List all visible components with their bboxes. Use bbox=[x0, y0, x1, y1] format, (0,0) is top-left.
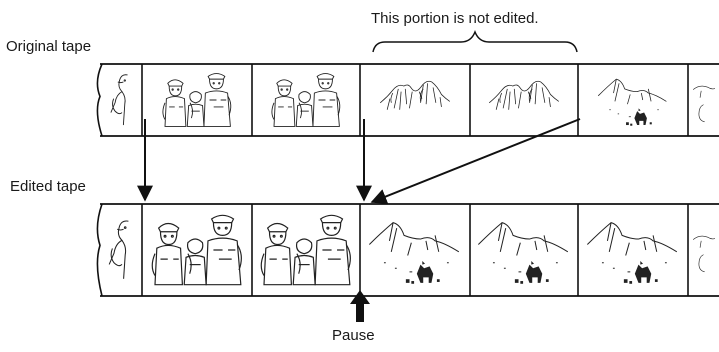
pause-arrow bbox=[350, 290, 370, 322]
edited-frame-mountain-with-dog-partial bbox=[688, 204, 715, 296]
original-frame-mountain-with-dog-partial bbox=[688, 64, 715, 136]
original-frame-mountain-with-dog bbox=[578, 64, 666, 136]
edited-tape-edge bbox=[97, 204, 102, 296]
original-tape bbox=[97, 64, 719, 136]
arrow-new-scene bbox=[372, 119, 580, 202]
original-frame-person-partial bbox=[111, 75, 128, 125]
edited-frame-family bbox=[142, 204, 241, 296]
original-frame-family bbox=[252, 64, 340, 136]
edited-tape bbox=[97, 204, 719, 296]
original-frame-mountain bbox=[470, 64, 559, 136]
edited-frame-person-partial bbox=[109, 221, 128, 279]
edited-frame-family bbox=[252, 204, 350, 296]
original-tape-edge bbox=[97, 64, 102, 136]
unedited-bracket bbox=[373, 32, 577, 52]
original-frame-family bbox=[142, 64, 231, 136]
edited-frame-mountain-with-dog bbox=[578, 204, 677, 296]
tapes bbox=[97, 64, 719, 296]
original-frame-mountain bbox=[360, 64, 450, 136]
edited-frame-mountain-with-dog bbox=[360, 204, 459, 296]
edited-frame-mountain-with-dog bbox=[470, 204, 568, 296]
